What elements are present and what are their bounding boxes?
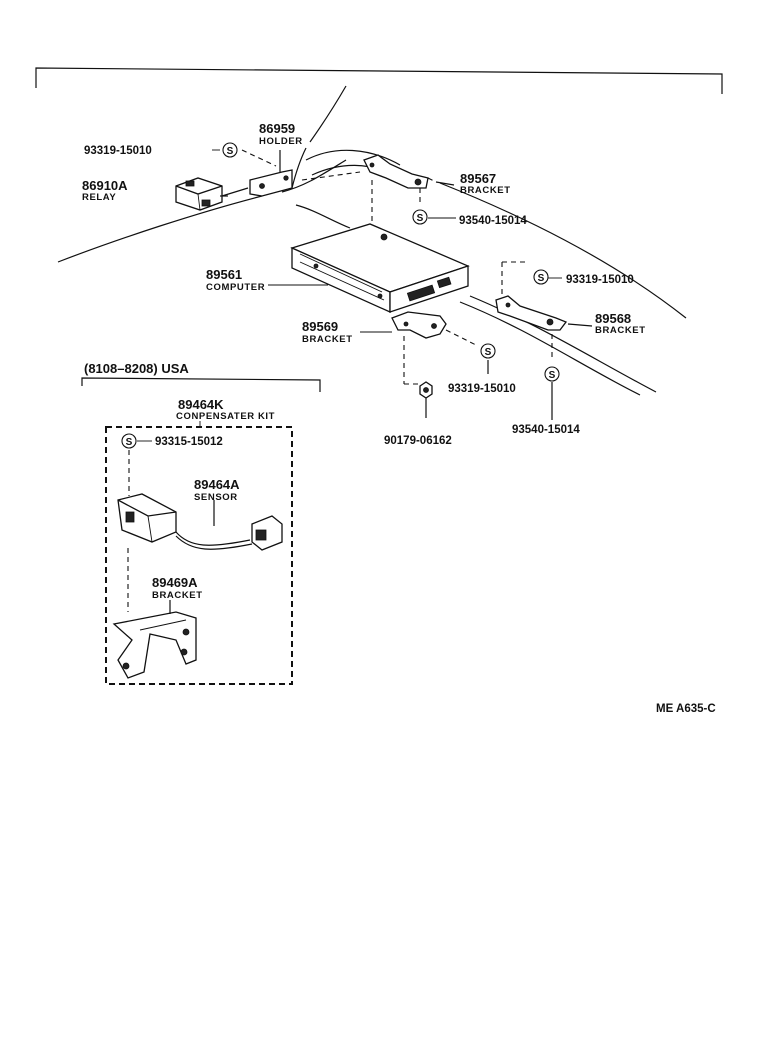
figure-code: ME A635-C xyxy=(656,703,716,715)
label-89568: 89568 xyxy=(595,311,631,326)
label-93315: 93315-15012 xyxy=(155,436,223,448)
label-holder: HOLDER xyxy=(259,136,303,147)
svg-text:S: S xyxy=(485,347,492,358)
svg-text:S: S xyxy=(549,370,556,381)
bracket-89469A xyxy=(112,600,197,679)
label-86959: 86959 xyxy=(259,121,295,136)
label-89464K: 89464K xyxy=(178,397,224,412)
label-93319-mid: 93319-15010 xyxy=(448,383,516,395)
label-90179: 90179-06162 xyxy=(384,435,452,447)
bracket-89569 xyxy=(360,311,447,339)
inset-header-line xyxy=(81,377,321,392)
bolt-symbol-5: S xyxy=(544,366,560,382)
label-89469A: 89469A xyxy=(152,575,198,590)
sensor-89464A xyxy=(117,493,283,551)
computer-89561 xyxy=(268,223,470,314)
compensater-kit-box xyxy=(105,426,293,685)
label-93319-right: 93319-15010 xyxy=(566,274,634,286)
label-bracket-89569: BRACKET xyxy=(302,334,353,345)
label-93540-bottom: 93540-15014 xyxy=(512,424,580,436)
svg-text:S: S xyxy=(538,273,545,284)
frame-line xyxy=(35,67,723,94)
bolt-symbol-4: S xyxy=(480,343,496,359)
label-93540-top: 93540-15014 xyxy=(459,215,527,227)
bolt-symbol-inset: S xyxy=(121,433,137,449)
bracket-89567 xyxy=(363,154,437,189)
label-89569: 89569 xyxy=(302,319,338,334)
body-panel-lines xyxy=(57,85,687,396)
bolt-symbol-1: S xyxy=(222,142,238,158)
nut-90179 xyxy=(419,381,433,418)
relay-86910A xyxy=(175,177,249,211)
label-89567: 89567 xyxy=(460,171,496,186)
bolt-symbol-3: S xyxy=(533,269,549,285)
label-sensor: SENSOR xyxy=(194,492,238,503)
label-bracket-89469A: BRACKET xyxy=(152,590,203,601)
bolt-symbol-2: S xyxy=(412,209,428,225)
leader-lines xyxy=(212,149,593,420)
label-compensater-kit: CONPENSATER KIT xyxy=(176,411,275,422)
svg-text:S: S xyxy=(417,213,424,224)
label-93319-top: 93319-15010 xyxy=(84,145,152,157)
label-89464A: 89464A xyxy=(194,477,240,492)
label-computer: COMPUTER xyxy=(206,282,265,293)
label-89561: 89561 xyxy=(206,267,242,282)
svg-text:S: S xyxy=(227,146,234,157)
bracket-89568 xyxy=(495,295,568,331)
label-86910A: 86910A xyxy=(82,178,128,193)
svg-text:S: S xyxy=(126,437,133,448)
label-relay: RELAY xyxy=(82,192,116,203)
holder-86959 xyxy=(249,150,293,197)
label-bracket-89568: BRACKET xyxy=(595,325,646,336)
inset-header: (8108–8208) USA xyxy=(84,361,189,376)
label-bracket-89567: BRACKET xyxy=(460,185,511,196)
